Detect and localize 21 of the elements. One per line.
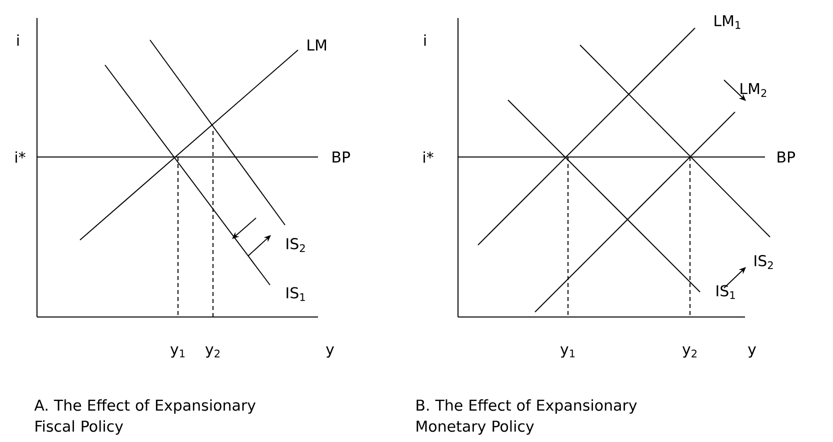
axis-label: y xyxy=(748,346,756,358)
axis-label: i xyxy=(424,34,426,46)
curve-label: LM$_{2}$ xyxy=(740,83,766,97)
axis-label: y$_{2}$ xyxy=(682,346,696,358)
curve-label: BP xyxy=(332,152,350,162)
axis-label: y$_{1}$ xyxy=(560,346,575,358)
axis-label: y$_{1}$ xyxy=(170,346,185,358)
axis-label: y xyxy=(326,346,334,358)
curve-label: BP xyxy=(778,152,796,162)
curve-label: IS$_{1}$ xyxy=(716,285,735,299)
axis-label: i xyxy=(17,34,19,46)
axis-label: i* xyxy=(16,151,26,163)
curve-label: IS$_{2}$ xyxy=(286,238,305,252)
curve-label: IS$_{1}$ xyxy=(286,287,305,301)
axis-label: i* xyxy=(424,151,434,163)
curve-label: IS$_{2}$ xyxy=(754,255,773,269)
axis-label: y$_{2}$ xyxy=(205,346,220,358)
caption: A. The Effect of Expansionary Fiscal Policy xyxy=(34,399,256,435)
curve-label: LM$_{1}$ xyxy=(714,15,740,29)
curve-label: LM xyxy=(308,40,326,50)
caption: B. The Effect of Expansionary Monetary Policy xyxy=(416,399,637,435)
